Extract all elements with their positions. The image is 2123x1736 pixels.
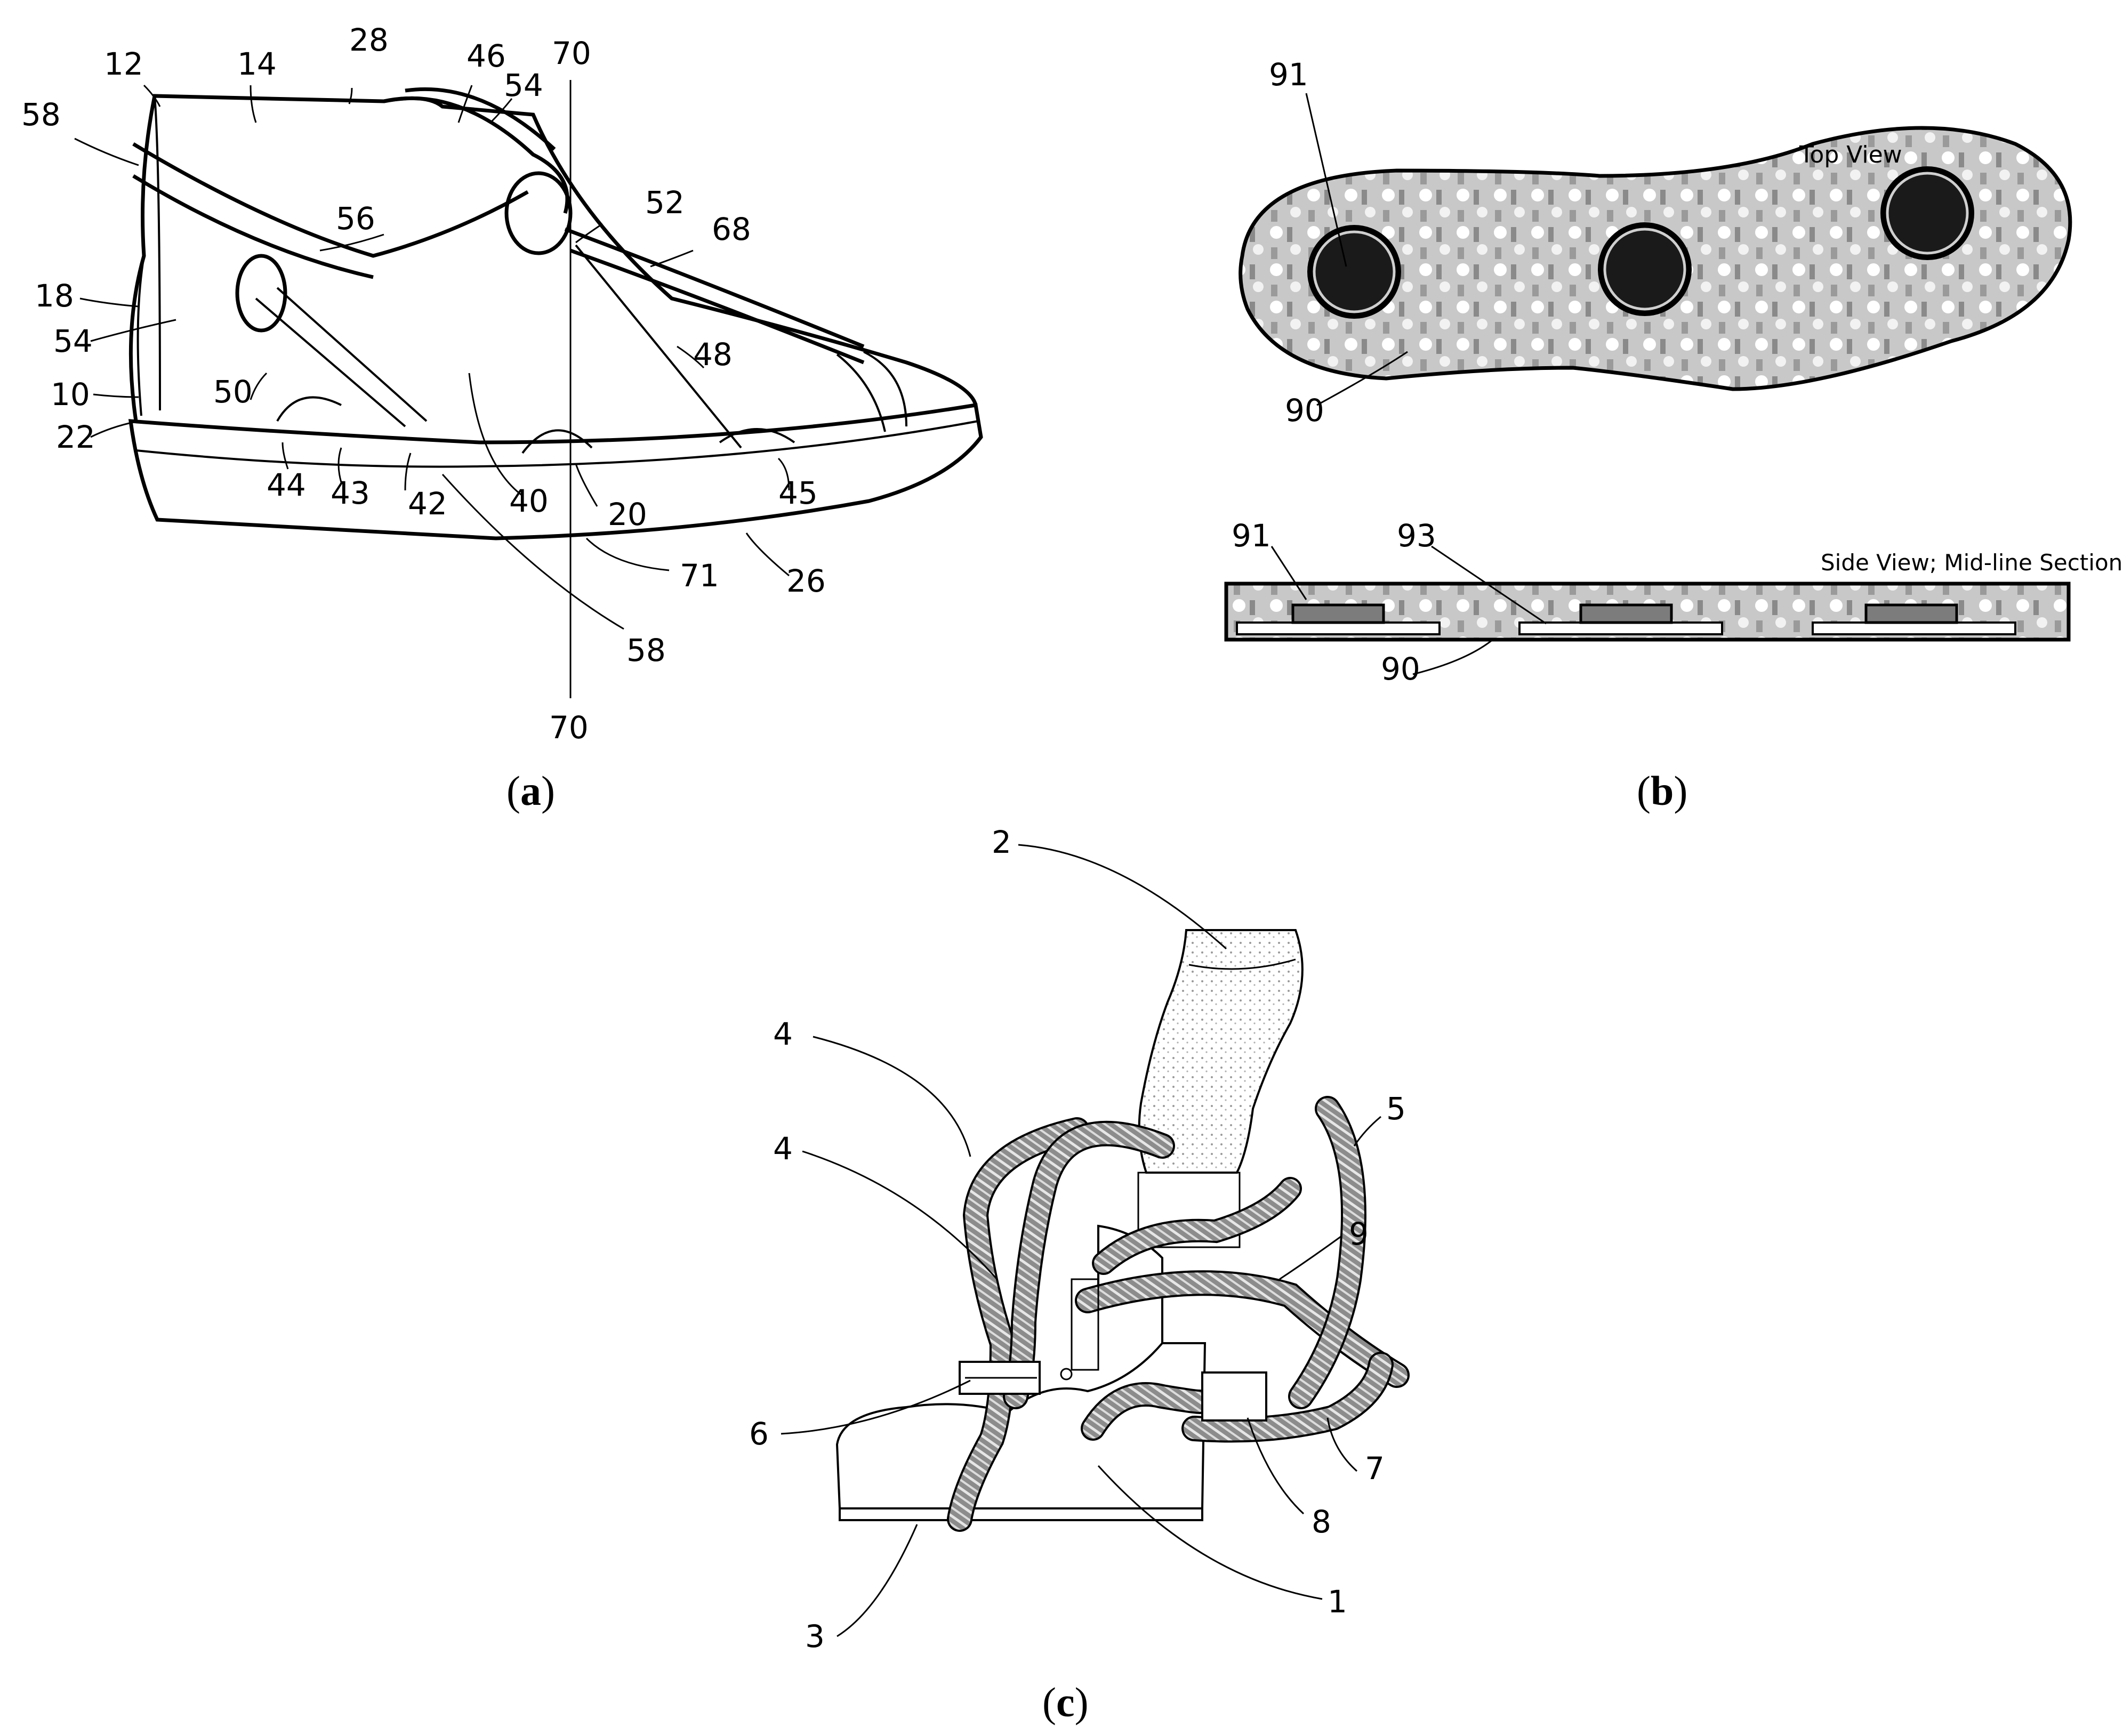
a-leader-lines bbox=[74, 84, 790, 630]
a-label-48: 48 bbox=[693, 336, 733, 373]
c-label-8: 8 bbox=[1312, 1504, 1331, 1540]
a-label-28: 28 bbox=[349, 22, 389, 58]
a-forefoot-strap bbox=[564, 227, 865, 349]
a-label-70-bottom: 70 bbox=[549, 709, 589, 746]
a-label-46: 46 bbox=[467, 38, 506, 74]
panel-c-orthosis-diagram bbox=[781, 844, 1410, 1637]
b-leader-90-top bbox=[1316, 351, 1408, 406]
a-label-58-bottom: 58 bbox=[626, 632, 666, 668]
a-label-14: 14 bbox=[237, 46, 277, 82]
a-label-71: 71 bbox=[680, 558, 719, 594]
c-hinge-bracket bbox=[1071, 1278, 1099, 1371]
a-ring-front bbox=[504, 171, 573, 255]
a-collar bbox=[154, 95, 161, 411]
c-label-1: 1 bbox=[1328, 1584, 1347, 1620]
b-label-90-side: 90 bbox=[1381, 651, 1420, 687]
a-label-44: 44 bbox=[267, 467, 306, 503]
c-label-5: 5 bbox=[1386, 1091, 1406, 1127]
a-label-12: 12 bbox=[104, 46, 143, 82]
a-label-20: 20 bbox=[608, 496, 647, 532]
a-heel-strap-lower bbox=[132, 174, 374, 279]
a-instep-strap bbox=[383, 96, 569, 214]
a-ring-heel bbox=[235, 254, 287, 333]
a-label-70-top: 70 bbox=[552, 35, 591, 71]
a-toe-cap-inner bbox=[863, 351, 907, 427]
b-pad-heel-ring bbox=[1313, 230, 1396, 313]
a-label-56: 56 bbox=[336, 200, 375, 237]
c-label-4-lower: 4 bbox=[773, 1131, 793, 1167]
c-buckle-6-pin bbox=[1060, 1368, 1073, 1380]
a-forefoot-strap-edge bbox=[569, 248, 865, 365]
a-label-52: 52 bbox=[645, 184, 685, 221]
c-leg-band bbox=[1188, 958, 1296, 970]
c-caption: (c) bbox=[1042, 1679, 1089, 1725]
a-toe-cap bbox=[836, 353, 886, 432]
a-label-10: 10 bbox=[51, 376, 90, 413]
b-leader-90-side bbox=[1412, 639, 1493, 675]
c-label-6: 6 bbox=[749, 1416, 769, 1452]
a-label-54-top: 54 bbox=[504, 67, 543, 103]
c-label-9: 9 bbox=[1349, 1216, 1369, 1252]
b-pad-mid-ring bbox=[1603, 228, 1686, 311]
a-cutout-2 bbox=[521, 429, 593, 454]
b-leader-93-side bbox=[1431, 545, 1547, 625]
b-leader-91-top bbox=[1305, 93, 1347, 267]
a-welt-line bbox=[135, 420, 979, 468]
b-top-view-title: Top View bbox=[1799, 141, 1902, 168]
b-side-pads bbox=[1291, 603, 1958, 624]
a-caption: (a) bbox=[506, 768, 555, 814]
a-label-18: 18 bbox=[35, 278, 74, 314]
b-side-plates bbox=[1236, 621, 2016, 635]
panel-c-labels: 2 4 4 5 9 6 7 8 3 1 bbox=[749, 824, 1406, 1654]
b-label-91-top: 91 bbox=[1269, 56, 1308, 93]
a-label-50: 50 bbox=[213, 374, 253, 410]
a-heel-strap bbox=[132, 142, 529, 258]
a-diagonal-strap bbox=[255, 297, 406, 427]
c-label-2: 2 bbox=[992, 824, 1011, 860]
c-leader-lines bbox=[781, 844, 1381, 1637]
c-calf-cuff bbox=[1137, 1172, 1241, 1248]
a-label-68: 68 bbox=[712, 211, 751, 247]
panel-b-insole-diagram: Top View 91 90 Side View; Mid-line Secti… bbox=[1224, 56, 2122, 687]
b-label-91-side: 91 bbox=[1232, 518, 1271, 554]
b-leader-91-side bbox=[1270, 546, 1307, 600]
a-label-42: 42 bbox=[408, 486, 447, 522]
a-label-40: 40 bbox=[509, 483, 549, 519]
a-sole-outline bbox=[128, 402, 983, 540]
b-pad-toe-ring bbox=[1886, 172, 1969, 255]
c-label-3: 3 bbox=[805, 1618, 825, 1654]
a-label-45: 45 bbox=[778, 475, 818, 511]
a-cutout-1 bbox=[276, 396, 342, 422]
a-label-26: 26 bbox=[786, 563, 826, 599]
a-label-22: 22 bbox=[56, 419, 95, 455]
a-instep-strap-edge bbox=[405, 87, 556, 151]
a-cutout-3 bbox=[719, 428, 795, 443]
c-buckle-8 bbox=[1201, 1371, 1267, 1422]
a-upper-outline bbox=[128, 94, 978, 422]
a-label-58-left: 58 bbox=[21, 96, 61, 133]
a-diagonal-strap-2 bbox=[276, 287, 428, 422]
b-caption: (b) bbox=[1637, 768, 1687, 814]
c-braided-straps bbox=[947, 1096, 1410, 1532]
panel-a-shoe-drawing bbox=[74, 80, 983, 698]
c-label-7: 7 bbox=[1365, 1450, 1385, 1487]
c-label-4-top: 4 bbox=[773, 1016, 793, 1052]
a-side-strap bbox=[575, 244, 742, 449]
panel-a-labels: 12 14 28 46 54 70 58 56 52 68 18 54 50 4… bbox=[21, 22, 826, 746]
b-label-90-top: 90 bbox=[1285, 392, 1324, 429]
b-label-93-side: 93 bbox=[1397, 518, 1436, 554]
b-pads-top bbox=[1307, 166, 1974, 319]
b-side-view-title: Side View; Mid-line Section bbox=[1821, 550, 2122, 576]
a-heel-counter bbox=[136, 255, 145, 416]
a-label-54-left: 54 bbox=[53, 323, 93, 359]
a-label-43: 43 bbox=[331, 475, 370, 511]
